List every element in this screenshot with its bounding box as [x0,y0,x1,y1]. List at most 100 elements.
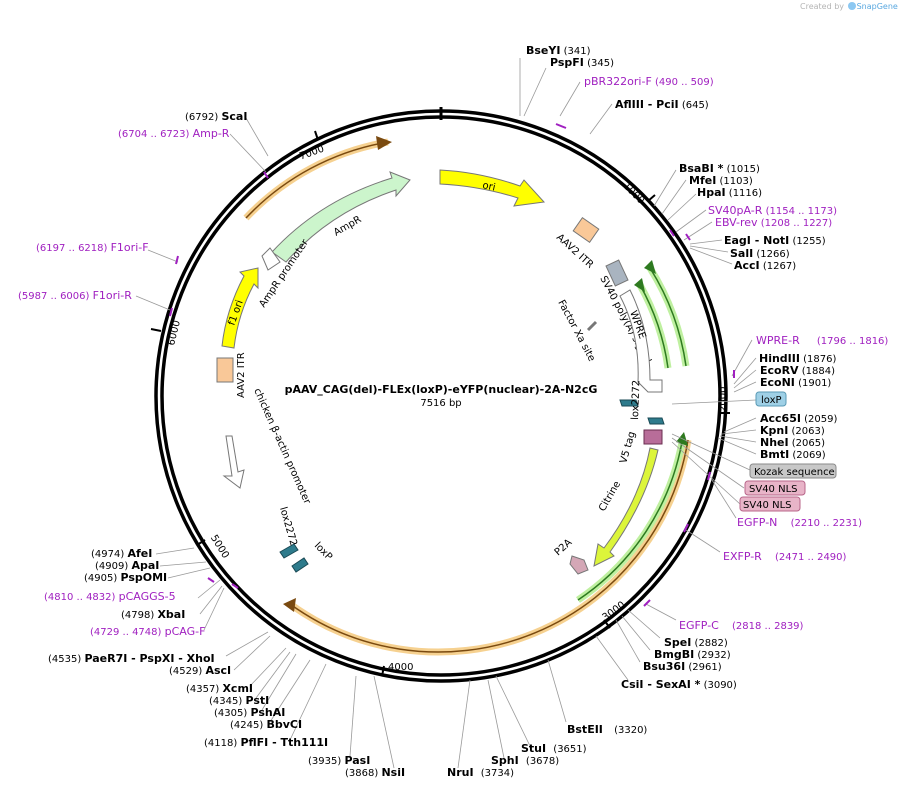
leader-pcaggs [197,579,221,599]
tick-5000 [196,539,206,546]
leader-csii [595,635,629,681]
site-ecorv: EcoRV (1884) [760,364,835,377]
site-pflfi-tth111i: (4118) PflFI - Tth111I [204,736,328,749]
box-loxp-label: loxP [761,395,782,406]
arrowhead-orf-bottom [283,598,296,612]
feature-lox2272-left-label: lox2272 [277,506,299,547]
leader-sphi [487,679,505,759]
primer-mark-ebv [685,233,691,241]
leader-right-1 [653,169,677,207]
primer-egfp-n: EGFP-N (2210 .. 2231) [737,516,862,529]
leader-wpre-r [731,339,753,377]
leader-asci [233,635,271,671]
feature-lox2272-right-label: lox2272 [630,380,642,420]
leader-xbai [199,585,223,615]
site-bmti: BmtI (2069) [760,448,826,461]
primer-sv40pa-r: SV40pA-R (1154 .. 1173) [708,204,837,217]
site-pspomi: (4905) PspOMI [84,571,167,584]
primer-mark-f1ori-f [175,255,179,265]
primer-marks [169,123,735,607]
site-eagi-noti: EagI - NotI (1255) [724,234,826,247]
feature-loxp-left [291,557,309,573]
orf-arc-right [287,439,692,656]
tick-label-3000: 3000 [601,600,628,624]
leader-afliii [589,103,613,135]
tick-label-4000: 4000 [388,662,413,673]
leader-stui [495,675,531,747]
site-bbvci: (4245) BbvCI [230,718,302,731]
primer-amp-r: (6704 .. 6723) Amp-R [118,127,230,140]
leader-right-2 [661,179,687,215]
site-nrui: NruI (3734) [447,766,514,779]
backbone-orf-arcs [243,136,692,656]
site-bsu36i: Bsu36I (2961) [643,660,722,673]
box-sv40-nls-2 [739,496,801,512]
site-asci: (4529) AscI [169,664,231,677]
primer-pbr322ori-f: pBR322ori-F (490 .. 509) [584,75,714,88]
site-sphi: SphI (3678) [491,754,559,767]
tick-7000 [314,130,319,141]
site-hindiii: HindIII (1876) [759,352,837,365]
leader-scai [245,117,269,157]
site-pspfi: PspFI (345) [550,56,614,69]
leader-pspfi [523,67,547,117]
primer-f1ori-r: (5987 .. 6006) F1ori-R [18,289,132,302]
site-pasi: (3935) PasI [308,754,370,767]
leader-nsii [373,675,395,769]
wpre-arc-outer-core [649,267,687,367]
feature-factor-xa-mark [586,320,598,332]
box-kozak [749,463,837,479]
primer-mark-pcaggs [207,577,215,583]
leader-bsteii [547,659,567,723]
primer-mark-pbr322 [555,123,567,129]
site-mfei: MfeI (1103) [689,174,753,187]
primer-mark-pcag-f [231,583,239,589]
leader-right-6 [689,239,723,245]
site-csii-sexai: CsiI - SexAI * (3090) [621,678,737,691]
leader-f1ori-r [135,295,171,311]
boxed-labels: loxP Kozak sequence SV40 NLS SV40 NLS [739,391,837,512]
snapgene-logo-icon [847,2,856,10]
feature-wpre [619,289,663,393]
site-acci: AccI (1267) [734,259,796,272]
tick-3000 [603,619,611,629]
feature-aav2-itr-left [216,357,234,383]
feature-sv40-polya [605,259,629,287]
site-paer7i-pspxi-xhoi: (4535) PaeR7I - PspXI - XhoI [48,652,215,665]
primer-mark-f1ori-r [169,307,173,317]
primer-pcag-f: (4729 .. 4748) pCAG-F [90,625,205,638]
feature-ampr-promoter [261,247,281,271]
leader-pcag-f [203,587,225,631]
left-labels: (6792) ScaI (6704 .. 6723) Amp-R (6197 .… [18,110,328,749]
site-nhei: NheI (2065) [760,436,825,449]
arrowhead-wpre-1 [644,260,656,274]
site-xcmi: (4357) XcmI [186,682,253,695]
feature-aav2-itr-left-label: AAV2 ITR [236,352,247,398]
leader-right-3 [667,193,697,221]
leader-afei [155,547,195,555]
leader-pspomi [167,567,211,579]
feature-lox2272-right-2 [647,417,665,425]
leader-pflfi [289,663,327,741]
feature-citrine [593,447,659,567]
center-title: pAAV_CAG(del)-FLEx(loxP)-eYFP(nuclear)-2… [285,383,598,409]
plasmid-name: pAAV_CAG(del)-FLEx(loxP)-eYFP(nuclear)-2… [285,383,598,396]
leader-exfp-r [685,529,721,553]
site-bseyi: BseYI (341) [526,44,591,57]
site-apai: (4909) ApaI [95,559,159,572]
feature-lox2272-left [279,543,299,559]
leader-spei [627,609,661,639]
leader-hindiii [733,357,757,385]
feature-p2a [569,555,589,575]
credit-brand: SnapGene [856,2,898,11]
arrowhead-orf-top [376,136,392,150]
primer-exfp-r: EXFP-R (2471 .. 2490) [723,550,847,563]
leader-econi [733,381,757,393]
primer-egfp-c: EGFP-C (2818 .. 2839) [679,619,804,632]
site-sali: SalI (1266) [730,247,790,260]
leader-xhoi [225,631,269,657]
site-bsabi: BsaBI * (1015) [679,162,760,175]
site-hpai: HpaI (1116) [697,186,762,199]
leader-acc65i [723,417,757,433]
feature-factor-xa-label: Factor Xa site [555,298,597,363]
